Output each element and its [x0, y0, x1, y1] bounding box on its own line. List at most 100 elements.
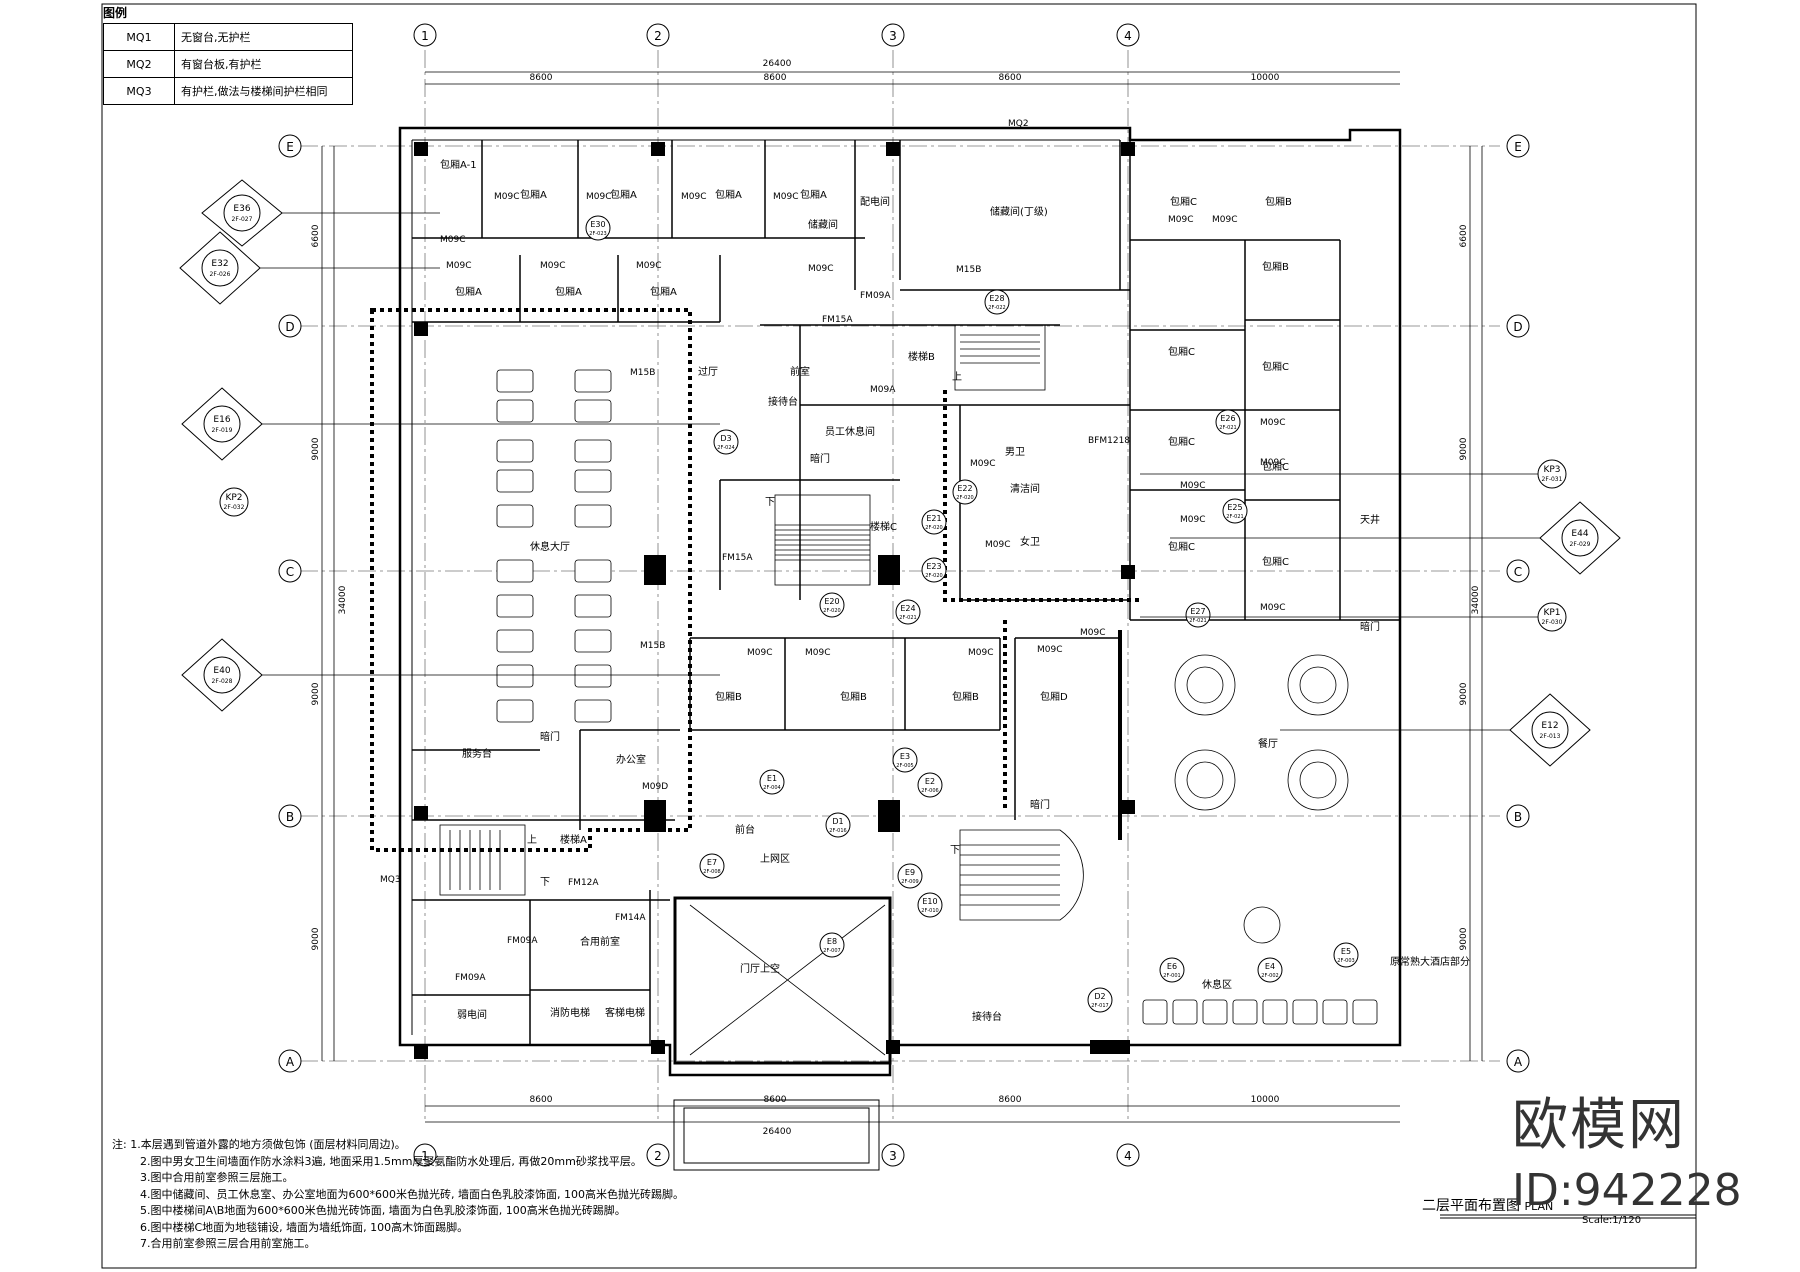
index-sub: 2F-023 [589, 231, 606, 237]
room-label: 包厢A [650, 285, 677, 298]
room-label: 楼梯C [870, 520, 897, 533]
axis-bubbles-top [413, 23, 1140, 47]
room-label: 接待台 [972, 1010, 1002, 1023]
door-tag: M09C [1260, 418, 1286, 428]
index-circle [921, 509, 947, 535]
index-sub: 2F-024 [717, 445, 734, 451]
axis-label: C [1514, 565, 1522, 579]
axis-bubble [278, 1049, 302, 1073]
sofa [1292, 999, 1318, 1025]
index-sub: 2F-019 [212, 427, 233, 434]
index-id: E21 [926, 514, 941, 523]
axis-bubble [1506, 314, 1530, 338]
index-sub: 2F-002 [1261, 973, 1278, 979]
index-sub: 2F-029 [1570, 541, 1591, 548]
axis-labels-bottom: 1 2 3 4 [421, 1149, 1132, 1163]
room-label: 上 [527, 834, 537, 846]
zone-boundary [943, 390, 1140, 602]
dim-text: 10000 [1251, 73, 1280, 83]
dimension-lines [321, 71, 1483, 1123]
door-tag: M15B [630, 368, 655, 378]
door-tag: FM09A [507, 936, 538, 946]
axis-label: 1 [421, 29, 429, 43]
chair [574, 469, 612, 493]
room-label: 暗门 [1360, 620, 1380, 633]
door-tag: BFM1218 [1088, 436, 1130, 446]
door-tag: M15B [640, 641, 665, 651]
axis-bubble [1506, 804, 1530, 828]
chair [496, 664, 534, 688]
index-sub: 2F-007 [823, 948, 840, 954]
dim-text: 34000 [338, 585, 348, 614]
dimension-text: 26400 8600 8600 8600 10000 8600 8600 860… [311, 59, 1481, 1137]
legend-desc: 有护栏,做法与楼梯间护栏相同 [174, 77, 353, 105]
door-tag: MQ3 [380, 875, 401, 885]
index-id: E20 [824, 597, 839, 606]
axis-label: 4 [1124, 29, 1132, 43]
index-sub: 2F-021 [899, 615, 916, 621]
dim-text: 26400 [763, 1127, 792, 1137]
chair [574, 399, 612, 423]
round-table-top [1299, 666, 1337, 704]
legend-code: MQ2 [103, 50, 175, 78]
legend-row: MQ3 有护栏,做法与楼梯间护栏相同 [103, 77, 353, 105]
axis-label: A [1514, 1055, 1523, 1069]
room-label: 包厢C [1262, 460, 1289, 473]
index-id: E5 [1341, 947, 1351, 956]
column [651, 1040, 665, 1054]
stair-main [959, 829, 1084, 921]
boundary-dotted [370, 308, 1140, 852]
index-id: E4 [1265, 962, 1275, 971]
room-label: 女卫 [1020, 535, 1040, 548]
index-circle [759, 769, 785, 795]
chair [574, 369, 612, 393]
chair [574, 559, 612, 583]
stair-a-treads [449, 830, 501, 890]
axis-label: 4 [1124, 1149, 1132, 1163]
index-sub: 2F-020 [956, 495, 973, 501]
index-sub: 2F-020 [925, 525, 942, 531]
stair-b-treads [960, 334, 1040, 364]
room-label: 客梯电梯 [605, 1006, 645, 1019]
room-label: 原常熟大酒店部分 [1390, 955, 1470, 968]
legend-table: MQ1 无窗台,无护栏 MQ2 有窗台板,有护栏 MQ3 有护栏,做法与楼梯间护… [103, 23, 353, 105]
column [878, 800, 900, 832]
axis-bubbles-sides [278, 134, 1530, 1073]
door-tag: M09C [1180, 515, 1206, 525]
title-block [1440, 1214, 1696, 1219]
index-sub: 2F-008 [703, 869, 720, 875]
column [878, 555, 900, 585]
index-id: E12 [1541, 721, 1558, 731]
index-sub: 2F-022 [988, 305, 1005, 311]
door-tag: M09C [970, 459, 996, 469]
index-circle [1561, 519, 1599, 557]
room-label: 餐厅 [1258, 737, 1278, 750]
dim-text: 8600 [764, 73, 787, 83]
index-id: D2 [1094, 992, 1105, 1001]
axis-label: C [286, 565, 294, 579]
index-sub: 2F-030 [1542, 619, 1563, 626]
dim-text: 9000 [1459, 682, 1469, 705]
door-tag: M09C [1037, 645, 1063, 655]
index-circle [1257, 957, 1283, 983]
axis-bubble [1506, 134, 1530, 158]
dim-text: 9000 [311, 927, 321, 950]
room-label: 暗门 [540, 730, 560, 743]
room-label: 天井 [1360, 513, 1380, 526]
room-label: 暗门 [810, 452, 830, 465]
legend-title: 图例 [103, 6, 128, 20]
lounge-sofas [1142, 906, 1378, 1025]
room-label: 楼梯B [908, 350, 935, 363]
room-label: 包厢C [1168, 435, 1195, 448]
room-label: 下 [540, 877, 550, 888]
index-circle [1159, 957, 1185, 983]
chair [574, 699, 612, 723]
index-sub: 2F-016 [829, 828, 846, 834]
dim-text: 9000 [311, 682, 321, 705]
room-label: 上 [952, 371, 962, 383]
index-sub: 2F-017 [1091, 1003, 1108, 1009]
axis-label: E [286, 140, 294, 154]
balcony-frame [673, 1099, 880, 1171]
axis-label: 1 [421, 1149, 429, 1163]
note-line: 5.图中楼梯间A\B地面为600*600米色抛光砖饰面, 墙面为白色乳胶漆饰面,… [140, 1204, 626, 1217]
